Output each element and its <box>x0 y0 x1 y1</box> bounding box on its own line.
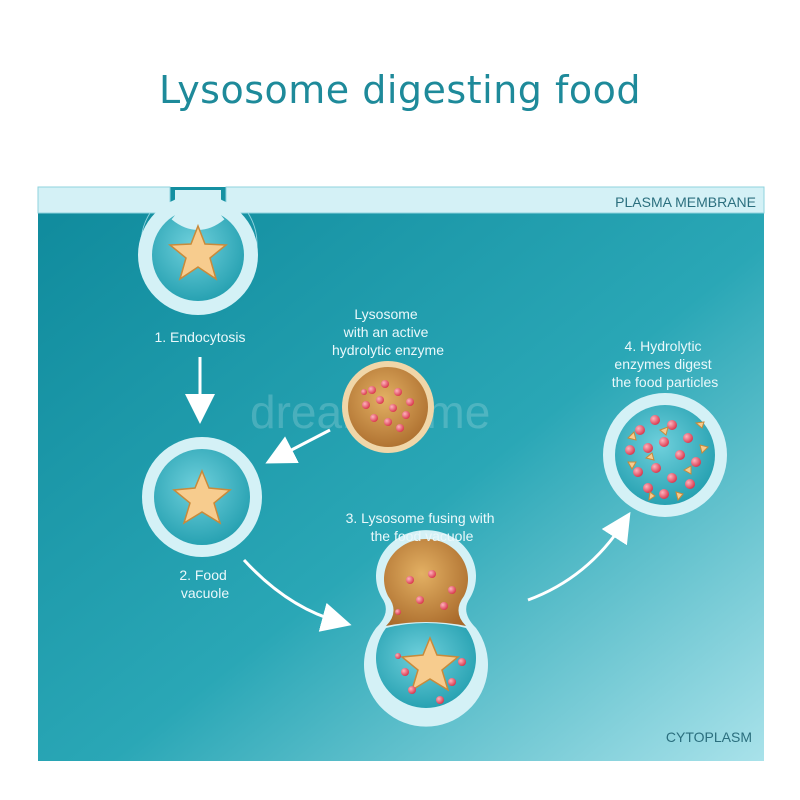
arrow-vacuole-to-fusion <box>242 558 352 632</box>
diagram-title: Lysosome digesting food <box>159 68 641 112</box>
plasma-membrane-label: PLASMA MEMBRANE <box>615 194 756 210</box>
lysosome-enzymes <box>361 380 414 432</box>
arrow-fusion-to-digestion <box>527 511 631 602</box>
step3-label: 3. Lysosome fusing with the food vacuole <box>346 510 499 544</box>
lysosome-label: Lysosome with an active hydrolytic enzym… <box>332 306 444 358</box>
food-particle-star <box>168 223 228 281</box>
cytoplasm-label: CYTOPLASM <box>666 729 752 745</box>
food-vacuole <box>142 437 262 557</box>
step1-label: 1. Endocytosis <box>154 329 245 345</box>
step2-label: 2. Food vacuole <box>179 567 230 601</box>
lysosome <box>342 361 434 453</box>
arrow-lysosome-to-vacuole <box>265 428 331 464</box>
arrows <box>185 357 631 632</box>
fusing-vesicle <box>364 530 488 727</box>
step4-label: 4. Hydrolytic enzymes digest the food pa… <box>612 338 719 390</box>
digested-particles <box>625 415 709 502</box>
